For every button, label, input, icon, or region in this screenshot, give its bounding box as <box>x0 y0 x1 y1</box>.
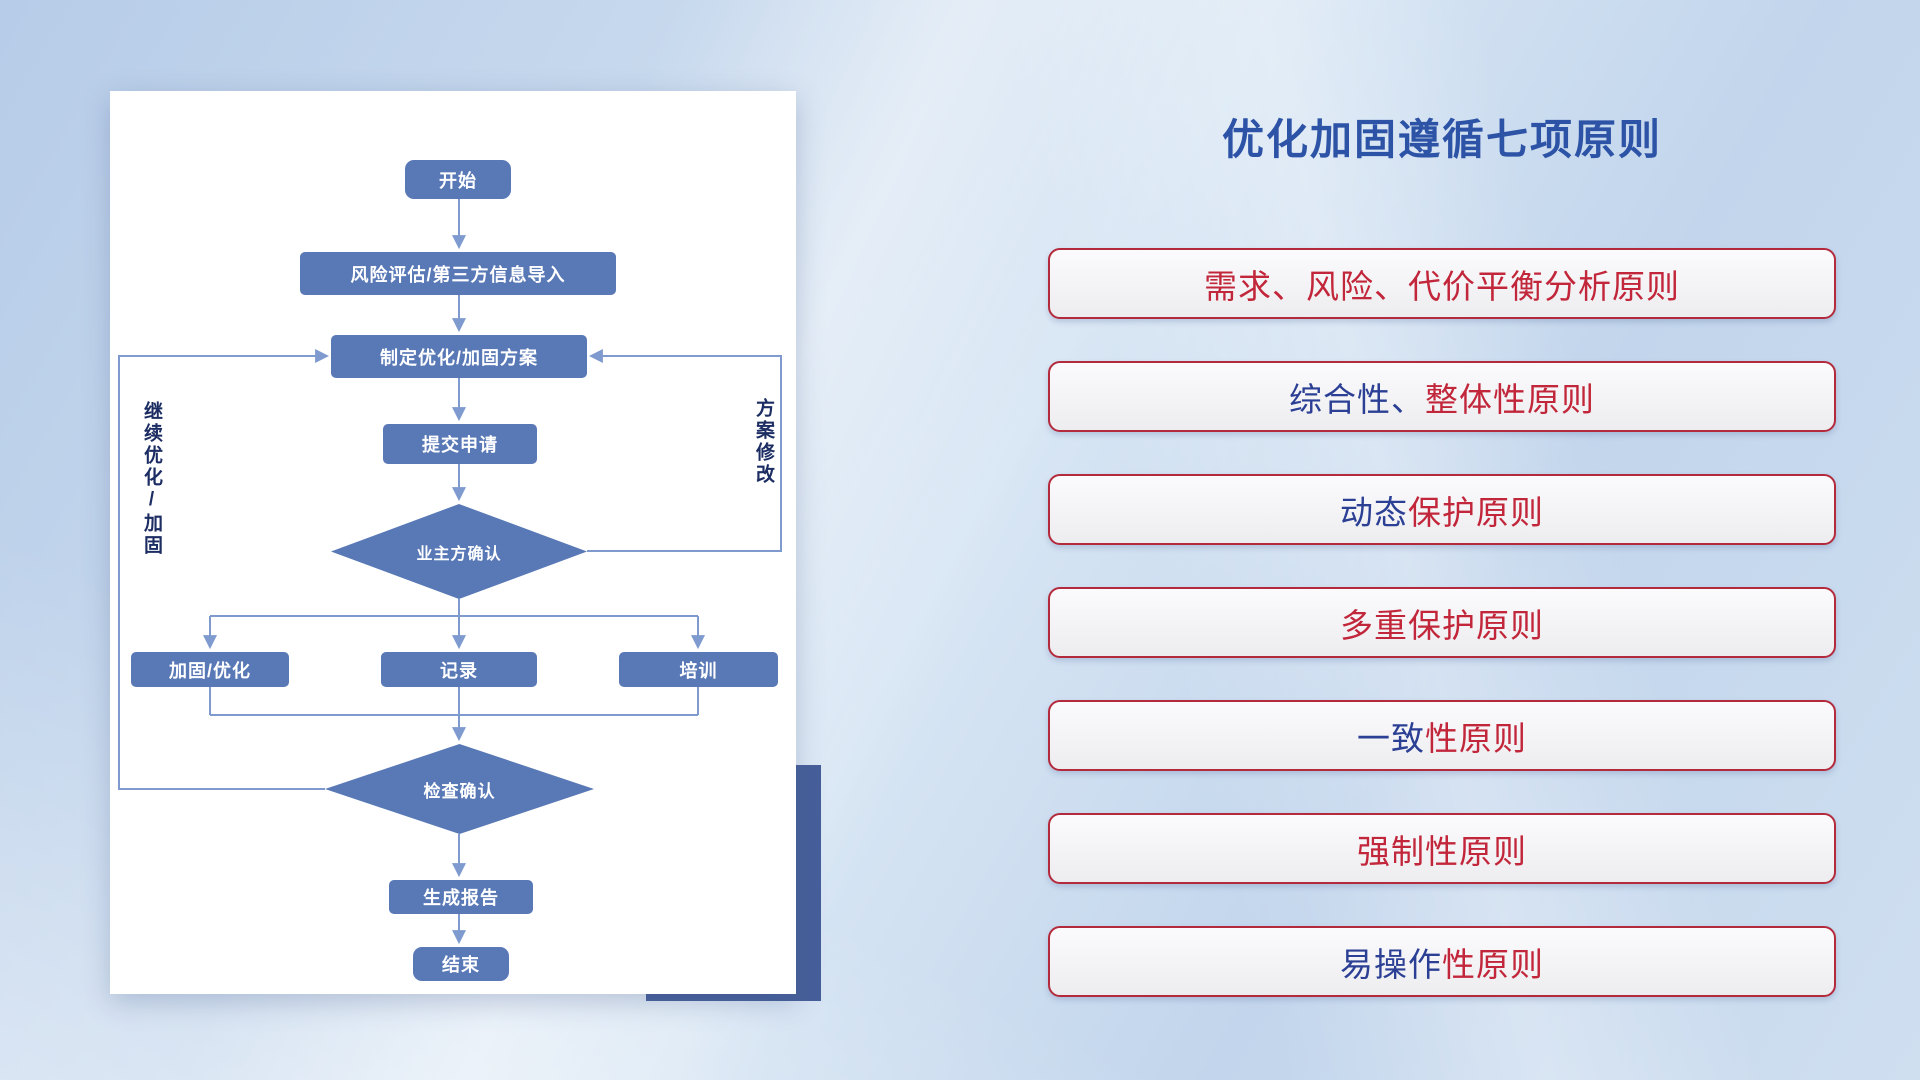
principle-box-1: 需求、风险、代价平衡分析原则 <box>1048 248 1836 319</box>
principle-box-5: 一致性原则 <box>1048 700 1836 771</box>
principle-box-4: 多重保护原则 <box>1048 587 1836 658</box>
flow-node-start: 开始 <box>405 160 511 199</box>
principle-box-2: 综合性、整体性原则 <box>1048 361 1836 432</box>
flow-node-risk-assessment: 风险评估/第三方信息导入 <box>300 252 616 295</box>
principle-text: 强制性原则 <box>1357 832 1527 870</box>
principle-text: 需求、风险、代价平衡分析原则 <box>1204 267 1680 305</box>
flowchart-connectors <box>118 199 782 945</box>
principle-text: 多重保护原则 <box>1340 606 1544 644</box>
page-title: 优化加固遵循七项原则 <box>1221 116 1662 163</box>
flowchart-card: 开始 风险评估/第三方信息导入 制定优化/加固方案 提交申请 业主方确认 加固/… <box>110 91 796 994</box>
principle-text: 性原则 <box>1442 945 1544 983</box>
flow-node-record: 记录 <box>381 652 537 687</box>
flow-node-submit-application: 提交申请 <box>383 424 537 464</box>
principle-box-7: 易操作性原则 <box>1048 926 1836 997</box>
flow-label-plan-revision: 方案修改 <box>753 398 774 486</box>
flow-label-continue-optimize: 继续优化/加固 <box>141 401 162 557</box>
principle-box-6: 强制性原则 <box>1048 813 1836 884</box>
principles-panel: 优化加固遵循七项原则 需求、风险、代价平衡分析原则 综合性、整体性原则 动态保护… <box>1048 0 1836 1080</box>
flow-node-generate-report: 生成报告 <box>389 880 533 914</box>
flow-node-training: 培训 <box>619 652 778 687</box>
flow-node-make-plan: 制定优化/加固方案 <box>331 335 587 378</box>
principle-text-highlight: 易操作 <box>1340 945 1442 983</box>
principle-text-highlight: 综合性、 <box>1289 380 1425 418</box>
principle-text-highlight: 动态 <box>1340 493 1408 531</box>
principle-text: 性原则 <box>1425 719 1527 757</box>
principle-text-highlight: 一致 <box>1357 719 1425 757</box>
principles-list: 需求、风险、代价平衡分析原则 综合性、整体性原则 动态保护原则 多重保护原则 一… <box>1048 248 1836 1039</box>
principle-text: 保护原则 <box>1408 493 1544 531</box>
principle-box-3: 动态保护原则 <box>1048 474 1836 545</box>
flow-node-end: 结束 <box>413 947 509 981</box>
flow-node-reinforce-optimize: 加固/优化 <box>131 652 289 687</box>
principle-text: 整体性原则 <box>1425 380 1595 418</box>
